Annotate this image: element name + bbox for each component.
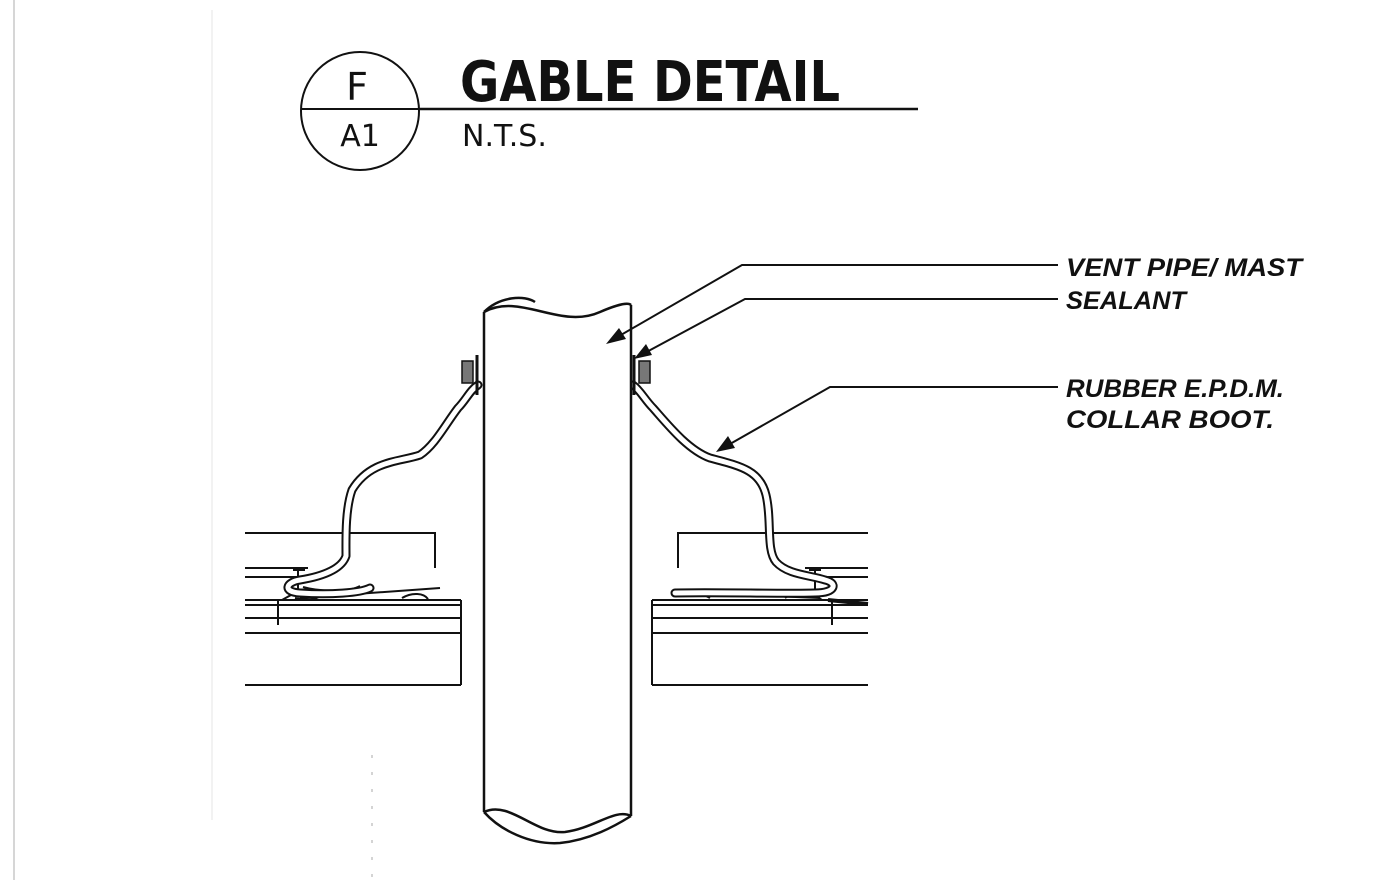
detail-letter: F xyxy=(346,65,368,109)
leader-vent-pipe xyxy=(606,264,1058,344)
callout-boot-line1: RUBBER E.P.D.M. xyxy=(1066,375,1284,403)
leader-sealant xyxy=(634,298,1058,359)
detail-title: GABLE DETAIL xyxy=(460,50,840,115)
leader-collar-boot xyxy=(716,386,1058,452)
rubber-collar-boot xyxy=(283,355,838,599)
sheet-number: A1 xyxy=(340,119,380,154)
scale-note: N.T.S. xyxy=(462,119,547,154)
callout-boot-line2: COLLAR BOOT. xyxy=(1066,406,1274,434)
clamp-right xyxy=(638,360,651,384)
callout-sealant: SEALANT xyxy=(1066,287,1189,315)
roof-assembly-right xyxy=(651,532,869,686)
roof-assembly-left xyxy=(245,532,462,686)
detail-title-block: F A1 GABLE DETAIL N.T.S. xyxy=(300,50,918,171)
clamp-left xyxy=(461,360,474,384)
vent-pipe xyxy=(482,296,633,845)
callout-vent-pipe: VENT PIPE/ MAST xyxy=(1066,254,1305,282)
detail-bubble xyxy=(300,51,420,171)
